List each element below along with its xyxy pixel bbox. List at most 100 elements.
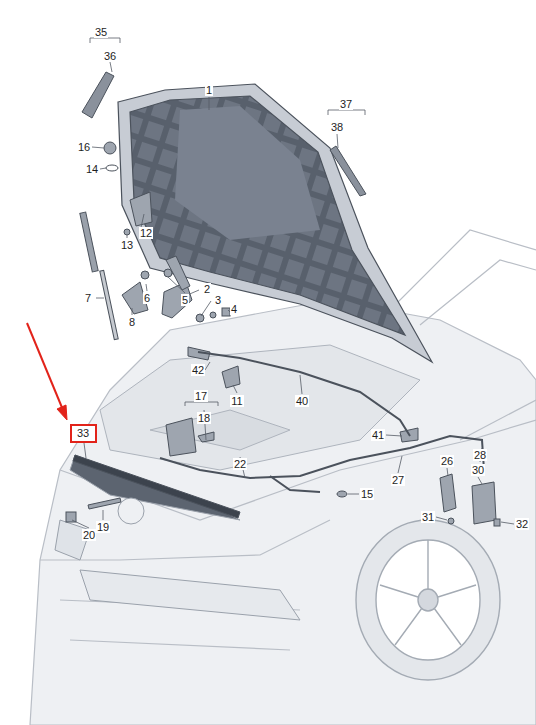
cables xyxy=(198,352,410,436)
leader-lines xyxy=(84,443,86,458)
gas-strut xyxy=(80,212,118,340)
leader-lines xyxy=(398,456,402,473)
callout-number: 33 xyxy=(72,427,95,439)
callout-number: 36 xyxy=(103,50,117,62)
leader-lines xyxy=(436,517,447,520)
callout-number: 16 xyxy=(77,141,91,153)
front-grille xyxy=(70,455,240,520)
cables xyxy=(160,352,484,492)
gas-strut xyxy=(100,270,118,339)
gas-strut xyxy=(80,212,98,272)
leader-lines xyxy=(103,510,104,520)
leader-lines xyxy=(209,97,210,110)
leader-lines xyxy=(501,522,514,524)
hinges-and-small-parts xyxy=(130,192,152,226)
car-body xyxy=(30,300,536,725)
hinges-and-small-parts xyxy=(141,271,149,279)
callout-number: 4 xyxy=(230,303,238,315)
hinges-and-small-parts xyxy=(222,366,240,388)
callout-number: 30 xyxy=(471,464,485,476)
engine-bay xyxy=(100,345,420,470)
leader-lines xyxy=(300,375,302,394)
callout-number: 13 xyxy=(120,239,134,251)
red-pointer-arrow xyxy=(27,323,63,410)
leader-lines xyxy=(100,168,106,169)
hinges-and-small-parts xyxy=(66,512,76,522)
hinges-and-small-parts xyxy=(494,519,500,526)
callout-number: 22 xyxy=(233,458,247,470)
bonnet xyxy=(118,84,432,362)
red-pointer-arrow xyxy=(27,323,67,420)
engine-bay xyxy=(100,345,420,470)
callout-number: 2 xyxy=(203,283,211,295)
callout-number: 35 xyxy=(94,26,108,38)
leader-lines xyxy=(110,62,112,72)
callout-number: 1 xyxy=(205,84,213,96)
front-grille xyxy=(118,498,144,524)
leader-lines xyxy=(201,301,211,316)
cables xyxy=(160,436,484,478)
leader-lines xyxy=(132,308,133,315)
leader-lines xyxy=(146,284,147,291)
callout-number: 15 xyxy=(360,488,374,500)
car-body xyxy=(70,640,290,650)
hinges-and-small-parts xyxy=(124,229,130,235)
seal-strips xyxy=(82,72,114,118)
callout-number: 27 xyxy=(391,474,405,486)
callout-number: 42 xyxy=(191,364,205,376)
hinges-and-small-parts xyxy=(88,498,121,509)
hinges-and-small-parts xyxy=(66,142,500,526)
leader-lines xyxy=(92,147,104,148)
leader-lines xyxy=(478,477,482,484)
leader-lines xyxy=(127,235,128,238)
callout-number: 18 xyxy=(197,412,211,424)
leader-lines xyxy=(348,494,359,495)
leader-lines xyxy=(328,98,365,115)
leader-lines xyxy=(205,362,210,370)
wheel xyxy=(418,589,438,611)
leader-lines xyxy=(386,435,402,436)
callout-number: 6 xyxy=(143,292,151,304)
wheel xyxy=(356,520,500,680)
highlight-box: 33 xyxy=(70,424,97,443)
bonnet xyxy=(130,96,405,335)
callout-number: 14 xyxy=(85,163,99,175)
callout-number: 8 xyxy=(128,316,136,328)
hinges-and-small-parts xyxy=(472,482,496,524)
callout-number: 26 xyxy=(440,455,454,467)
hinges-and-small-parts xyxy=(196,314,204,322)
hinges-and-small-parts xyxy=(166,418,196,456)
front-grille xyxy=(55,455,300,620)
callout-number: 7 xyxy=(84,292,92,304)
seal-strips xyxy=(73,72,366,518)
callout-number: 12 xyxy=(139,227,153,239)
bonnet xyxy=(118,84,432,362)
leader-lines xyxy=(337,134,338,148)
callout-number: 20 xyxy=(82,529,96,541)
seal-strips xyxy=(330,146,366,196)
leader-lines xyxy=(72,520,89,528)
callout-number: 3 xyxy=(214,294,222,306)
callout-number: 40 xyxy=(295,395,309,407)
callout-number: 38 xyxy=(330,121,344,133)
leader-lines xyxy=(168,277,185,293)
callout-number: 11 xyxy=(230,395,243,407)
wheel xyxy=(376,540,480,660)
hinges-and-small-parts xyxy=(448,518,454,524)
callout-number: 37 xyxy=(339,98,353,110)
hinges-and-small-parts xyxy=(440,474,456,512)
callout-number: 41 xyxy=(371,429,385,441)
car-body xyxy=(420,260,536,325)
wheel xyxy=(380,540,476,645)
car-body xyxy=(30,230,536,725)
car-body xyxy=(40,520,330,560)
cables xyxy=(270,476,320,492)
callout-number: 31 xyxy=(421,511,435,523)
callout-number: 28 xyxy=(473,449,487,461)
leader-lines xyxy=(90,26,120,43)
leader-lines xyxy=(233,385,237,393)
callout-number: 19 xyxy=(96,521,110,533)
seal-strips xyxy=(73,455,240,518)
hinges-and-small-parts xyxy=(210,312,216,318)
